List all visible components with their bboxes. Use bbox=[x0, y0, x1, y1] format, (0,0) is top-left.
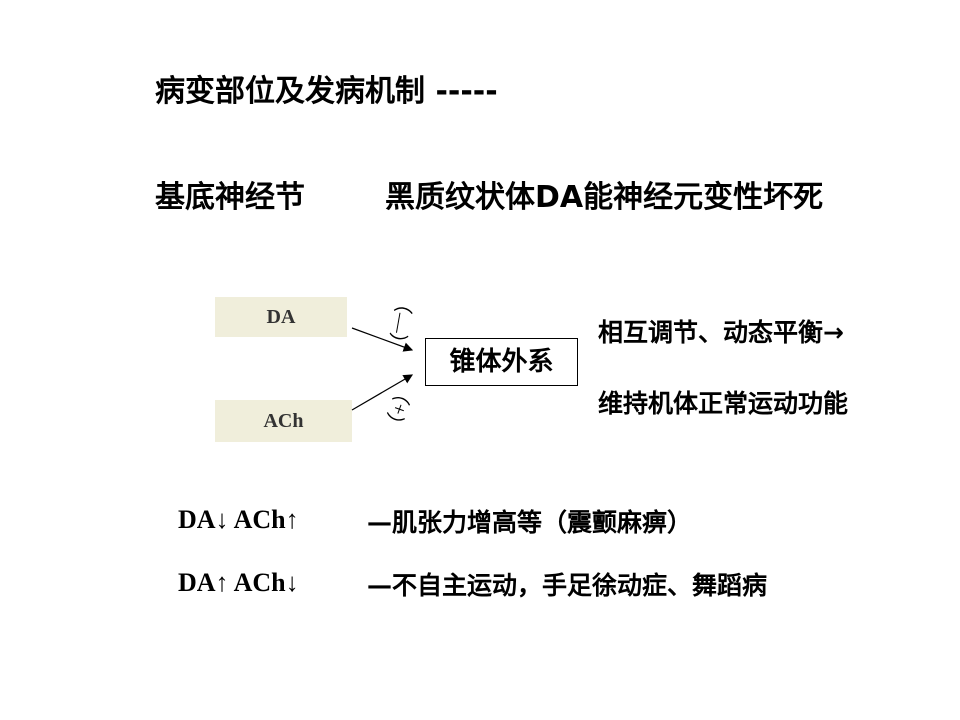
lesion-mechanism: 黑质纹状体DA能神经元变性坏死 bbox=[385, 180, 824, 215]
balance-text: 相互调节、动态平衡→ bbox=[598, 318, 844, 347]
result-2: —不自主运动，手足徐动症、舞蹈病 bbox=[367, 571, 768, 600]
extrapyramidal-box: 锥体外系 bbox=[425, 338, 578, 386]
da-arrow bbox=[351, 327, 414, 352]
condition-1: DA↓ ACh↑ bbox=[178, 505, 299, 534]
condition-2: DA↑ ACh↓ bbox=[178, 568, 299, 597]
ach-box: ACh bbox=[215, 400, 352, 442]
da-box: DA bbox=[215, 297, 347, 337]
function-text: 维持机体正常运动功能 bbox=[598, 389, 849, 418]
lesion-site: 基底神经节 bbox=[155, 180, 305, 215]
result-1: —肌张力增高等（震颤麻痹） bbox=[367, 508, 693, 537]
ach-arrow bbox=[351, 374, 414, 411]
slide-title: 病变部位及发病机制 ----- bbox=[155, 74, 498, 109]
